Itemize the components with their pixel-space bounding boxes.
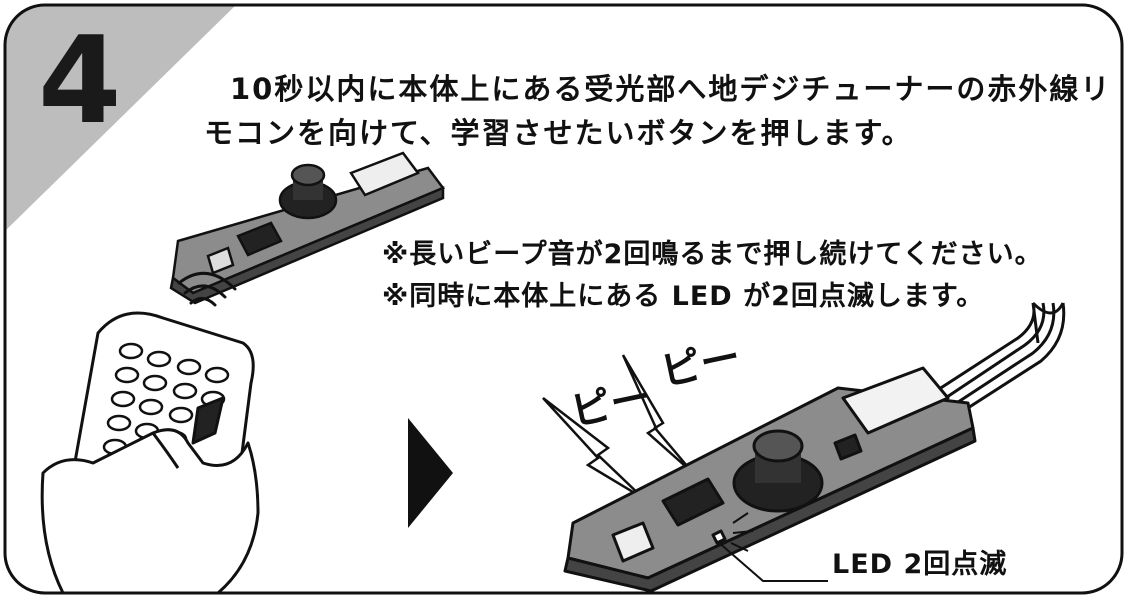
signal-waves-icon	[177, 271, 237, 307]
remote-control-illustration	[40, 311, 260, 595]
led-flash-icon	[730, 512, 754, 552]
instruction-line-1: 10秒以内に本体上にある受光部へ地デジチューナーの赤外線リ	[230, 72, 1112, 106]
instruction-line-2: モコンを向けて、学習させたいボタンを押します。	[204, 116, 913, 150]
cable-illustration	[932, 301, 1066, 417]
note-line-1: ※長いビープ音が2回鳴るまで押し続けてください。	[382, 239, 1043, 270]
frame-border	[3, 3, 1124, 595]
step-number: 4	[38, 12, 122, 151]
led-callout-label: LED 2回点滅	[832, 549, 1008, 580]
large-board-illustration	[563, 366, 977, 593]
callout-leader-line	[716, 540, 828, 582]
small-board-illustration	[169, 151, 445, 305]
note-line-2: ※同時に本体上にある LED が2回点滅します。	[382, 281, 985, 312]
corner-band	[5, 5, 238, 233]
arrow-right-icon	[408, 418, 453, 528]
frame-illustration	[3, 3, 1124, 595]
